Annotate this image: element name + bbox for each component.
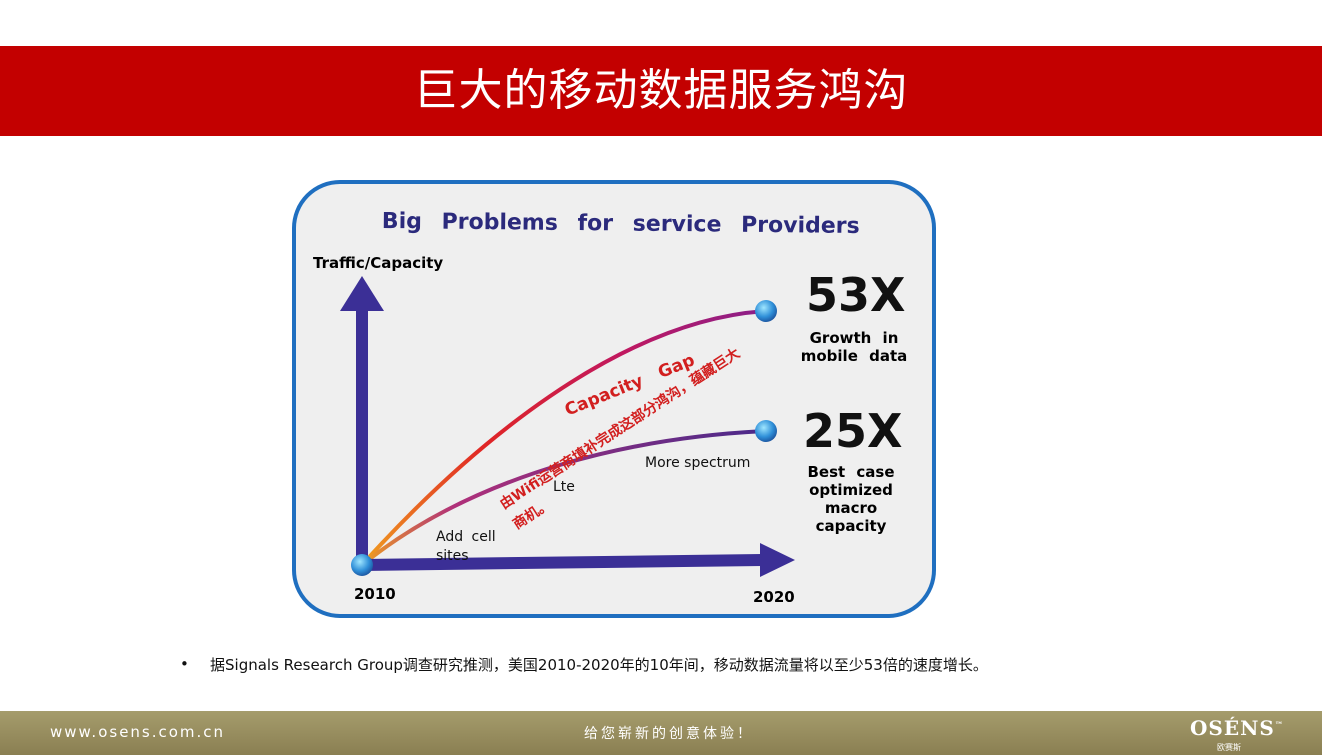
capacity-description: Best case optimized macro capacity bbox=[796, 463, 906, 535]
bullet-text: 据Signals Research Group调查研究推测，美国2010-202… bbox=[210, 656, 988, 674]
origin-dot bbox=[351, 554, 373, 576]
y-axis-arrow bbox=[340, 276, 384, 564]
capacity-end-dot bbox=[755, 420, 777, 442]
growth-description: Growth in mobile data bbox=[798, 329, 910, 365]
bullet-marker: • bbox=[180, 655, 189, 673]
capacity-value: 25X bbox=[803, 404, 903, 458]
growth-end-dot bbox=[755, 300, 777, 322]
end-year-label: 2020 bbox=[753, 588, 795, 606]
more-spectrum-label: More spectrum bbox=[645, 455, 751, 471]
capacity-desc-line: capacity bbox=[815, 517, 887, 535]
growth-value: 53X bbox=[806, 268, 906, 322]
footer-logo: OSÉNS™ bbox=[1190, 716, 1284, 740]
footer-bar bbox=[0, 711, 1322, 755]
capacity-desc-line: Best case bbox=[807, 463, 895, 481]
demand-curve bbox=[360, 309, 767, 567]
x-axis-arrow bbox=[362, 543, 795, 577]
capacity-desc-line: macro bbox=[824, 499, 878, 517]
logo-tm: ™ bbox=[1274, 719, 1284, 730]
growth-desc-line: mobile data bbox=[800, 347, 908, 365]
footer-logo-subtitle: 欧赛斯 bbox=[1217, 743, 1241, 752]
add-cell-sites-label: Add cell sites bbox=[436, 528, 496, 566]
capacity-desc-line: optimized bbox=[809, 481, 893, 499]
add-cell-line: sites bbox=[436, 548, 469, 564]
footer-slogan: 给您崭新的创意体验！ bbox=[584, 726, 754, 742]
add-cell-line: Add cell bbox=[436, 529, 496, 545]
diagram-panel bbox=[292, 180, 936, 618]
logo-text: OSÉNS bbox=[1190, 716, 1275, 740]
page-title: 巨大的移动数据服务鸿沟 bbox=[413, 65, 909, 116]
lte-label: Lte bbox=[553, 479, 575, 495]
growth-desc-line: Growth in bbox=[809, 329, 899, 347]
start-year-label: 2010 bbox=[354, 585, 396, 603]
diagram-title: Big Problems for service Providers bbox=[381, 209, 860, 240]
y-axis-label: Traffic/Capacity bbox=[313, 254, 444, 272]
footer-url[interactable]: www.osens.com.cn bbox=[50, 723, 226, 741]
header-bar: 巨大的移动数据服务鸿沟 bbox=[0, 46, 1322, 136]
capacity-curve bbox=[360, 429, 767, 567]
